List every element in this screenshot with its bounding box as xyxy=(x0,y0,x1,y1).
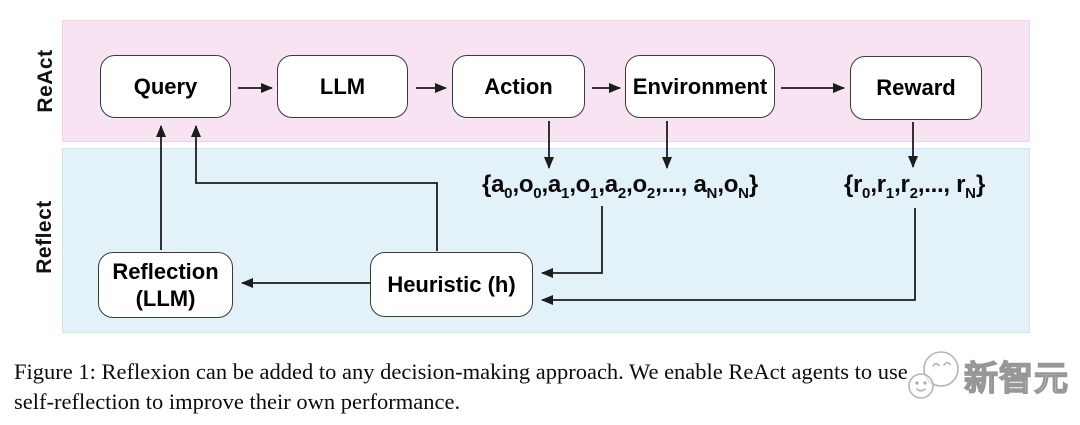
reward-node: Reward xyxy=(850,56,982,120)
llm-node: LLM xyxy=(277,55,408,118)
heuristic-node-label: Heuristic (h) xyxy=(387,271,516,297)
action-node-label: Action xyxy=(484,73,553,99)
react-band-label: ReAct xyxy=(34,49,57,113)
llm-node-label: LLM xyxy=(319,73,366,99)
watermark-text: 新智元 xyxy=(963,358,1069,399)
action-node: Action xyxy=(452,55,585,118)
query-node: Query xyxy=(100,55,231,118)
chat-bubbles-logo-icon xyxy=(908,351,959,399)
environment-node: Environment xyxy=(625,55,775,118)
reflection-node: Reflection (LLM) xyxy=(98,252,233,318)
figure-caption-line-2: self-reflection to improve their own per… xyxy=(14,388,461,414)
figure-caption-line-1: Figure 1: Reflexion can be added to any … xyxy=(14,359,908,384)
reflection-node-label-line1: Reflection xyxy=(112,259,219,284)
environment-node-label: Environment xyxy=(632,73,768,99)
reward-node-label: Reward xyxy=(876,75,956,100)
reflect-band-label: Reflect xyxy=(33,200,56,274)
action-observation-trajectory-text: {a0,o0,a1,o1,a2,o2,..., aN,oN} xyxy=(482,171,758,202)
heuristic-node: Heuristic (h) xyxy=(370,252,533,317)
reward-trajectory-text: {r0,r1,r2,..., rN} xyxy=(843,171,986,202)
figure-caption: Figure 1: Reflexion can be added to any … xyxy=(14,357,908,416)
query-node-label: Query xyxy=(133,73,198,99)
watermark: 新智元 xyxy=(906,349,1069,401)
reflection-node-label-line2: (LLM) xyxy=(135,286,196,311)
